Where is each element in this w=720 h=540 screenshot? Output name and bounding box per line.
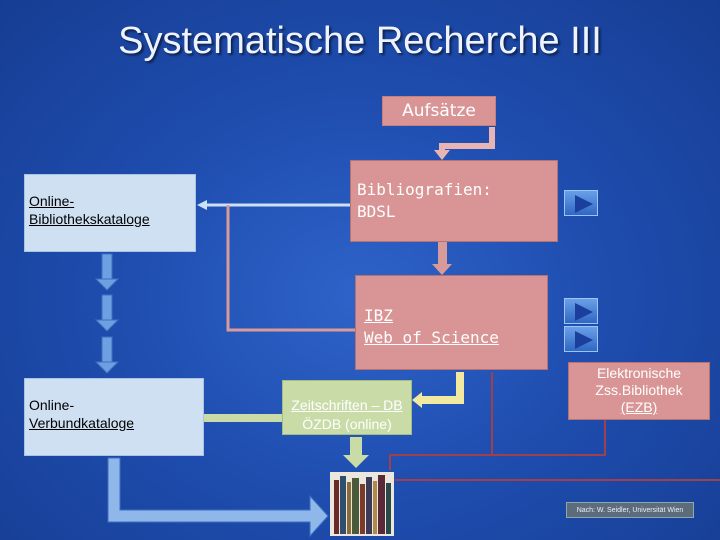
play-triangle-icon — [575, 195, 593, 213]
bottom-blue-arrow — [107, 457, 329, 538]
bookshelf-icon — [330, 472, 394, 536]
ovk-line-1: Online- — [29, 397, 75, 413]
slide-title: Systematische Recherche III — [118, 20, 602, 62]
aufsaetze-box: Aufsätze — [382, 96, 496, 126]
zeitschriften-db-link[interactable]: Zeitschriften – DB — [291, 397, 403, 413]
ibz-link[interactable]: IBZ — [364, 306, 393, 325]
web-of-science-link[interactable]: Web of Science — [364, 328, 499, 347]
bdsl-label: BDSL — [357, 202, 396, 221]
obk-link-line-2[interactable]: Bibliothekskataloge — [29, 211, 150, 227]
ibz-play-button[interactable] — [564, 298, 598, 324]
ibz-box: IBZ Web of Science — [355, 275, 548, 370]
online-bibliothekskataloge-box: Online- Bibliothekskataloge — [24, 174, 196, 252]
bdsl-play-button[interactable] — [564, 190, 598, 216]
play-triangle-icon — [575, 303, 593, 321]
obk-link-line-1[interactable]: Online- — [29, 193, 75, 209]
credit-label: Nach: W. Seidler, Universität Wien — [566, 502, 694, 518]
bibliografien-box: Bibliografien: BDSL — [350, 160, 558, 242]
oezdb-label: ÖZDB (online) — [302, 416, 392, 432]
zeitschriften-db-box: Zeitschriften – DB ÖZDB (online) — [282, 380, 412, 435]
bibliografien-label: Bibliografien: — [357, 180, 492, 199]
ezb-link[interactable]: (EZB) — [620, 399, 658, 415]
arrow-head-bibliografien — [434, 150, 450, 160]
arrow-bibliografien-to-ibz — [438, 242, 447, 266]
arrow-aufsaetze-to-bibliografien — [439, 127, 495, 150]
arrow-head-ibz — [432, 264, 452, 275]
left-down-arrows — [94, 253, 120, 374]
connector-ibz-loop — [226, 205, 355, 332]
ezb-line-2: Zss.Bibliothek — [595, 382, 683, 398]
arrow-head-obk — [197, 200, 207, 210]
connector-ezb-to-books — [389, 420, 606, 470]
arrow-head-zeit — [412, 392, 422, 408]
play-triangle-icon — [575, 331, 593, 349]
connector-ibz-to-zeit — [418, 372, 464, 404]
online-verbundkataloge-box: Online- Verbundkataloge — [24, 378, 204, 456]
ezb-line-1: Elektronische — [596, 365, 682, 381]
arrow-head-books — [343, 455, 369, 468]
arrow-zeit-to-books — [350, 437, 362, 457]
ezb-box: Elektronische Zss.Bibliothek (EZB) — [568, 362, 710, 420]
ovk-link[interactable]: Verbundkataloge — [29, 415, 135, 431]
wos-play-button[interactable] — [564, 326, 598, 352]
